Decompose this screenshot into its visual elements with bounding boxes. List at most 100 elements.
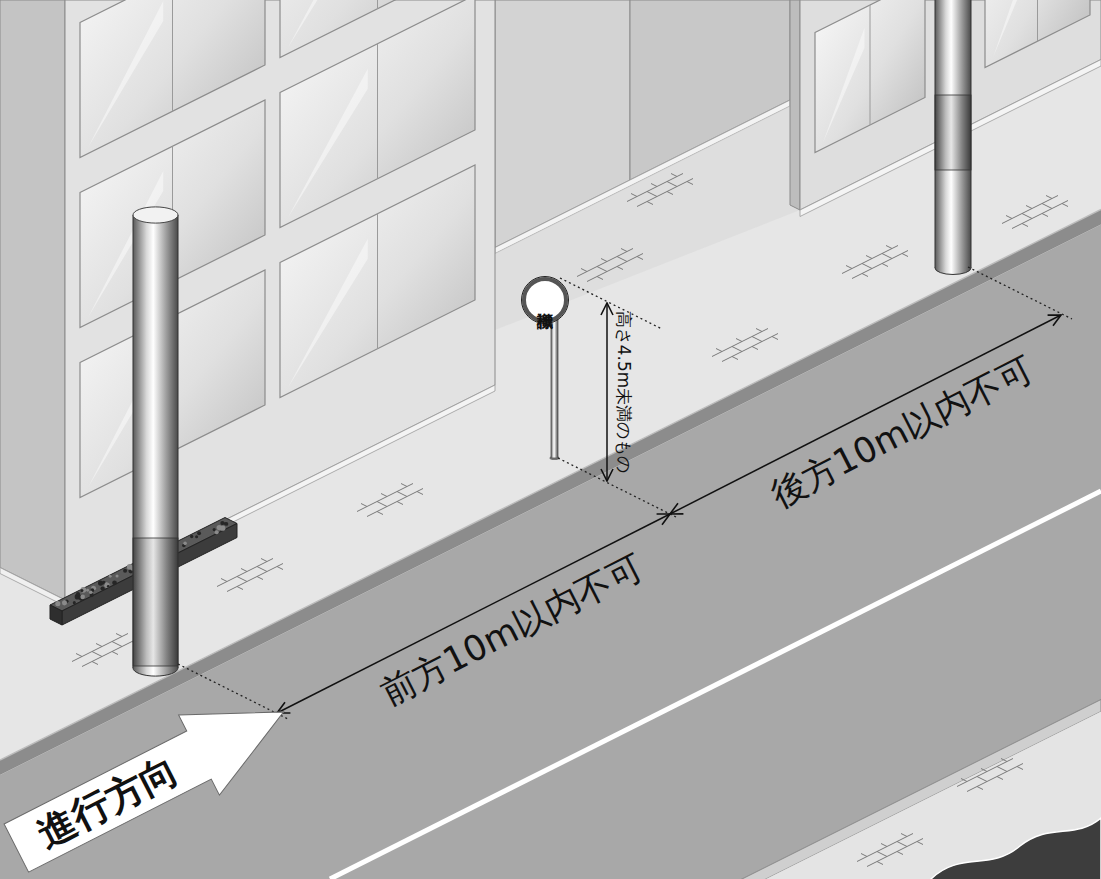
paving-mark (601, 259, 607, 262)
paving-mark (241, 569, 247, 572)
center-line (330, 491, 1101, 879)
paving-mark (842, 246, 908, 279)
paving-mark (882, 264, 888, 267)
planter-gravel (107, 585, 110, 588)
window (280, 165, 475, 398)
paving-mark (647, 202, 653, 205)
planter-gravel (112, 580, 117, 585)
paving-mark (417, 492, 423, 495)
planter-gravel (55, 601, 60, 606)
paving-mark (112, 642, 122, 647)
utility-pole (133, 538, 178, 666)
paving-mark (627, 174, 693, 207)
paving-mark (1012, 201, 1068, 229)
extension-line (560, 278, 662, 329)
paving-mark (732, 347, 742, 352)
utility-pole (935, 0, 971, 268)
paving-mark (732, 357, 738, 360)
window-glare (288, 0, 368, 48)
paving-mark (1022, 224, 1028, 227)
paving-mark (846, 266, 852, 269)
planter-gravel (62, 600, 67, 605)
planter-gravel (190, 535, 193, 538)
paving-mark (257, 577, 263, 580)
paving-mark (716, 349, 722, 352)
paving-mark (862, 264, 872, 269)
paving-mark (647, 192, 657, 197)
planter-gravel (213, 528, 216, 531)
paving-mark (116, 634, 122, 637)
paving-mark (261, 559, 267, 562)
paving-mark (221, 579, 227, 582)
sign-text: 標識 (522, 277, 568, 323)
plaza-shadow (495, 106, 800, 330)
sign-post (551, 318, 558, 458)
paving-mark (881, 844, 887, 847)
paving-mark (617, 267, 623, 270)
utility-pole (935, 0, 936, 268)
paving-mark (577, 249, 643, 282)
paving-mark (377, 512, 383, 515)
paving-mark (637, 257, 643, 260)
paving-mark (637, 179, 693, 207)
building-side (0, 0, 65, 600)
paving-mark (857, 834, 923, 867)
paving-mark (1017, 767, 1023, 770)
paving-mark (217, 559, 283, 592)
sign-rim (522, 277, 569, 324)
paving-mark (861, 854, 867, 857)
paving-mark (397, 502, 403, 505)
paving-mark (277, 567, 283, 570)
window-glare (288, 239, 368, 388)
paving-mark (651, 184, 657, 187)
paving-mark (957, 759, 1023, 792)
dimension-arrow (606, 303, 608, 481)
utility-pole (133, 207, 178, 223)
paving-mark (367, 489, 423, 517)
planter-gravel (79, 595, 85, 601)
paving-mark (882, 254, 892, 259)
extension-line (968, 267, 1072, 319)
window-glare (288, 69, 368, 218)
paving-mark (736, 339, 742, 342)
paving-mark (772, 337, 778, 340)
planter-gravel (127, 564, 133, 570)
paving-mark (867, 839, 923, 867)
paving-mark (917, 842, 923, 845)
paving-mark (397, 492, 407, 497)
planter-gravel (116, 574, 119, 577)
far-curb (741, 700, 1101, 879)
window-frame (172, 0, 173, 111)
dimension-arrow (670, 315, 1061, 514)
paving-mark (377, 502, 387, 507)
paving-mark (1002, 196, 1068, 229)
paving-mark (752, 347, 758, 350)
paving-mark (902, 254, 908, 257)
planter-gravel (224, 522, 228, 526)
paving-mark (752, 337, 762, 342)
dimension-arrow (277, 514, 670, 713)
paving-mark (967, 764, 1023, 792)
paving-mark (687, 182, 693, 185)
planter-gravel (105, 582, 108, 585)
window-glare (823, 28, 865, 143)
paving-mark (112, 652, 118, 655)
far-sidewalk (765, 712, 1101, 879)
planter-gravel (86, 589, 89, 592)
utility-pole (133, 215, 178, 668)
paving-mark (712, 329, 778, 362)
paving-mark (1001, 759, 1007, 762)
paving-mark (76, 654, 82, 657)
paving-mark (997, 767, 1007, 772)
planter-gravel (89, 590, 93, 594)
paving-mark (227, 564, 283, 592)
paving-mark (401, 484, 407, 487)
paving-mark (1046, 196, 1052, 199)
utility-pole (971, 0, 972, 268)
planter-gravel (100, 586, 104, 590)
paving-mark (92, 652, 102, 657)
utility-pole (935, 0, 971, 274)
paving-mark (361, 504, 367, 507)
